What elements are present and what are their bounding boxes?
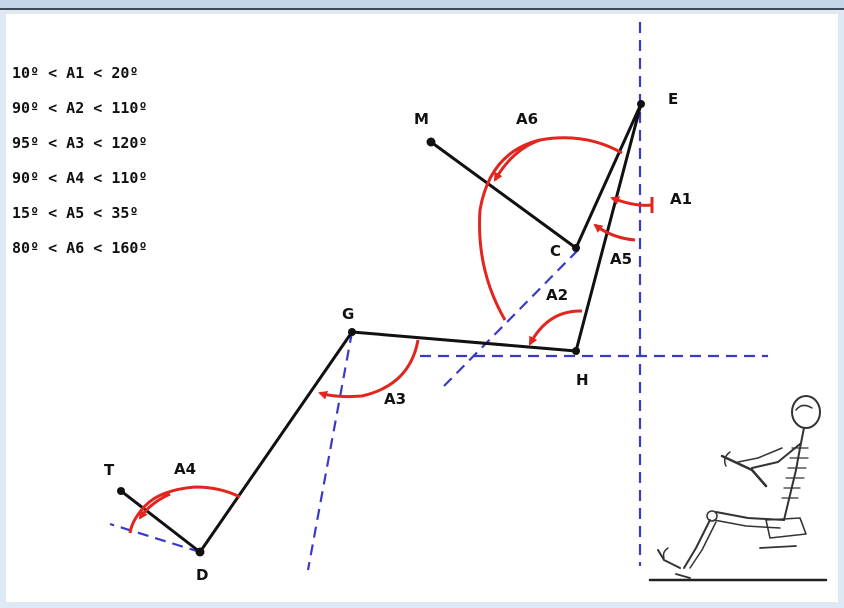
range-a4: 90º < A4 < 110º [12,169,148,187]
trunk-segment [574,102,643,353]
label-c: C [550,242,561,260]
joint-e [637,100,645,108]
thigh-segment [350,330,578,353]
joint-t [117,487,125,495]
label-g: G [342,305,354,323]
label-m: M [414,110,429,128]
range-a2: 90º < A2 < 110º [12,99,148,117]
joint-d [195,547,205,557]
label-a2: A2 [546,286,568,304]
arc-a4-arrow [138,492,171,520]
label-a1: A1 [670,190,692,208]
shin-segment [198,330,354,554]
label-a5: A5 [610,250,632,268]
arc-a1 [610,196,653,207]
label-e: E [668,90,678,108]
arc-a5 [593,223,636,242]
foot-segment [119,489,202,554]
range-a6: 80º < A6 < 160º [12,239,148,257]
arc-a6-arrow [493,138,541,182]
arc-a2 [528,309,583,346]
diagram-panel [6,14,838,602]
seated-driver-skeleton-icon [648,395,828,582]
label-t: T [104,461,115,479]
arc-a3 [318,339,420,400]
range-a1: 10º < A1 < 20º [12,64,139,82]
range-a5: 15º < A5 < 35º [12,204,139,222]
label-d: D [196,566,208,584]
joint-h [572,347,580,355]
joint-m [426,137,436,147]
label-a6: A6 [516,110,538,128]
title-bar [0,0,844,10]
range-a3: 95º < A3 < 120º [12,134,148,152]
arc-a6 [478,136,623,321]
forearm-segment [429,140,578,250]
arc-a4 [128,485,241,534]
joint-c [572,244,580,252]
angle-range-list: 10º < A1 < 20º 90º < A2 < 110º 95º < A3 … [12,56,147,266]
label-a3: A3 [384,390,406,408]
trunk-extension-line [443,249,579,387]
thigh-extension-line [306,331,354,571]
label-h: H [576,371,589,389]
upper-arm-segment [574,102,643,250]
label-a4: A4 [174,460,196,478]
joint-g [348,328,356,336]
shin-extension-line [109,522,201,554]
